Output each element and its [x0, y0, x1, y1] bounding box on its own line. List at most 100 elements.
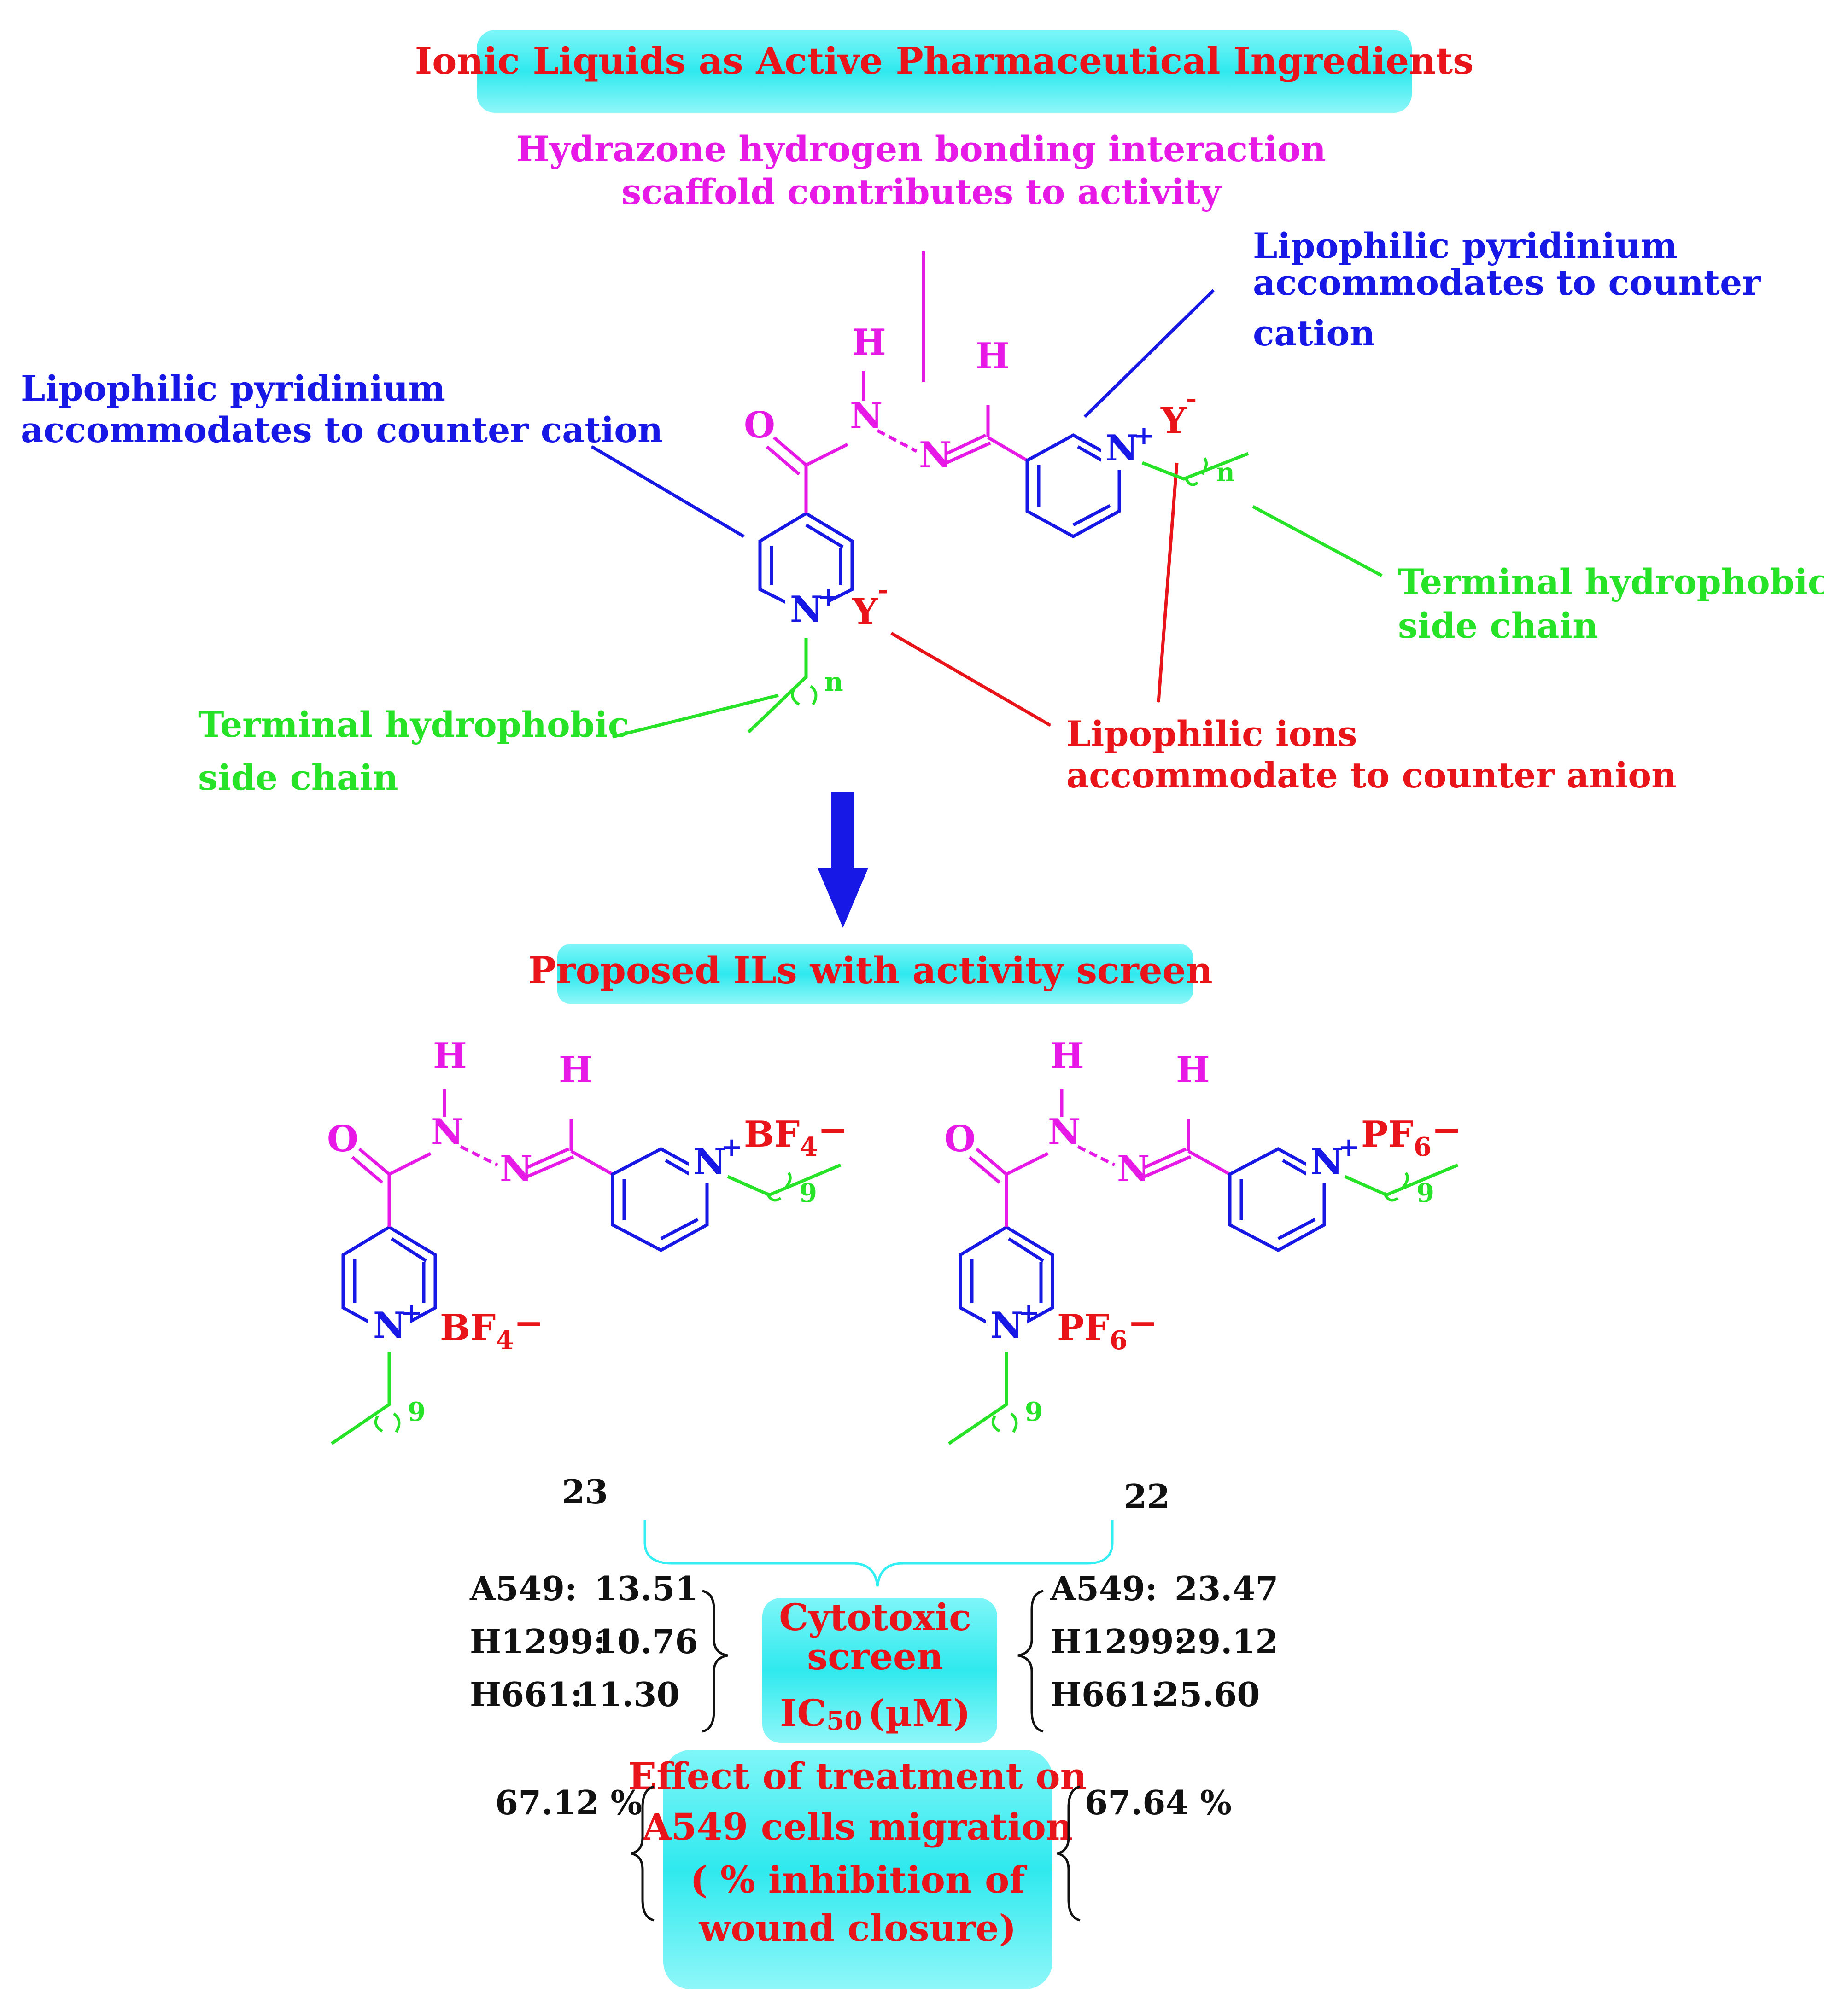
lipo-pyr-left-line2: accommodates to counter cation: [21, 409, 663, 450]
right-alkyl-chain-top: [1141, 452, 1249, 481]
migration-left-brace: [631, 1785, 655, 1922]
c22-atom-o: O: [944, 1118, 976, 1160]
c22-anion-left: PF6−: [1057, 1302, 1158, 1356]
cytotoxic-ic50: IC50(µM): [780, 1691, 970, 1736]
proposed-box-bg: [557, 944, 1193, 1004]
c22-anion-left-minus: −: [1128, 1302, 1158, 1344]
migration-box: Effect of treatment on A549 cells migrat…: [628, 1750, 1087, 1989]
c23-imine-a: [526, 1147, 570, 1169]
ch-to-ring-bond-top: [987, 436, 1028, 462]
migration-values: 67.12 % 67.64 %: [495, 1783, 1232, 1922]
imine-bond-a: [946, 433, 987, 455]
ic50-left-label-2: H661:: [470, 1675, 583, 1714]
carbonyl-to-nh-bond: [805, 443, 848, 467]
migration-left-value: 67.12 %: [495, 1783, 642, 1822]
c22-right-ring: [1228, 1147, 1326, 1252]
right-pyridinium-ring: [1025, 433, 1121, 538]
ic50-right-values: A549: 23.47 H1299: 29.12 H661: 25.60: [1017, 1569, 1278, 1733]
c23-co-b: [351, 1156, 384, 1184]
ic50-right-value-2: 25.60: [1156, 1675, 1260, 1714]
c22-left-n-mask: [986, 1305, 1027, 1345]
c22-right-bracket-close: [1401, 1172, 1409, 1189]
ic-prefix: IC: [780, 1691, 826, 1735]
c22-left-bracket-open: [991, 1415, 1000, 1433]
annotation-lipophilic-pyridinium-left: Lipophilic pyridinium accommodates to co…: [21, 368, 663, 450]
c22-anion-right-minus: −: [1432, 1109, 1462, 1151]
c23-nn-bond: [460, 1145, 498, 1167]
c22-right-nine: 9: [1416, 1178, 1434, 1208]
c22-right-ring-db3: [1277, 1218, 1316, 1241]
title-box: Ionic Liquids as Active Pharmaceutical I…: [415, 30, 1474, 113]
arrow-to-hydrophobic-left: [612, 693, 779, 739]
c22-plus-right: +: [1338, 1132, 1360, 1162]
left-chain-n: n: [824, 667, 843, 697]
c22-left-ring-db2: [1008, 1237, 1044, 1262]
c22-left-chain: [948, 1352, 1008, 1445]
anion-y-left: Y: [852, 591, 878, 633]
migration-box-bg: [663, 1750, 1052, 1989]
big-down-arrow: [818, 792, 868, 928]
c22-c-nh: [1006, 1152, 1049, 1176]
charge-plus-left: +: [818, 582, 839, 612]
carbonyl-bond-a: [772, 436, 807, 466]
right-chain-n: n: [1216, 457, 1235, 488]
cytotoxic-box: Cytotoxic screen IC50(µM): [762, 1596, 997, 1743]
c23-plus-left: +: [401, 1298, 422, 1328]
proposed-box: Proposed ILs with activity screen: [528, 944, 1213, 1004]
hydrazone-label-line1: Hydrazone hydrogen bonding interaction: [516, 128, 1326, 169]
c23-plus-right: +: [721, 1132, 742, 1162]
c23-left-bracket-close: [393, 1412, 401, 1433]
c23-atom-h-nh: H: [433, 1035, 467, 1077]
right-chain-bracket-open: [1185, 478, 1198, 486]
c23-anion-right: BF4−: [744, 1109, 848, 1162]
left-chain-bracket-open: [791, 688, 800, 706]
big-arrow-head: [818, 868, 868, 928]
c23-right-nine: 9: [799, 1178, 817, 1208]
compound-22-number: 22: [1124, 1477, 1170, 1516]
hydrophobic-right-line2: side chain: [1398, 605, 1598, 646]
left-chain-bracket-close: [810, 685, 818, 705]
annotation-arrows: [591, 250, 1383, 739]
lipo-pyr-right-line3: cation: [1253, 313, 1375, 354]
c23-anion-right-minus: −: [818, 1109, 848, 1151]
charge-plus-right: +: [1133, 420, 1155, 451]
title-text: Ionic Liquids as Active Pharmaceutical I…: [415, 39, 1474, 82]
hydrophobic-left-line1: Terminal hydrophobic: [198, 704, 629, 745]
c23-left-chain: [331, 1352, 391, 1445]
carbonyl-bond-b: [766, 445, 801, 476]
anion-y-left-minus: -: [877, 575, 888, 605]
compound-22-structure: O N H N H N + PF6− 9 N + PF6− 9: [944, 1035, 1462, 1445]
c22-anion-left-pf: PF: [1057, 1307, 1110, 1349]
atom-nh-n-top: N: [850, 395, 883, 437]
c22-anion-right-pf: PF: [1361, 1113, 1414, 1155]
annotation-hydrophobic-left: Terminal hydrophobic side chain: [198, 704, 629, 798]
atom-n-right-ring: N: [1105, 427, 1138, 469]
c22-anion-right-sub: 6: [1414, 1132, 1432, 1162]
ic50-left-brace: [702, 1590, 728, 1733]
c23-atom-h-ch: H: [559, 1049, 593, 1091]
compound-23-number: 23: [562, 1472, 608, 1511]
c22-nn-bond: [1077, 1145, 1116, 1167]
c22-ch-ring: [1187, 1149, 1231, 1176]
c23-anion-left-sub: 4: [496, 1325, 514, 1356]
c22-right-n-mask: [1306, 1144, 1347, 1183]
c23-atom-o: O: [327, 1118, 358, 1160]
ic50-left-label-0: A549:: [469, 1569, 577, 1608]
annotation-hydrazone: Hydrazone hydrogen bonding interaction s…: [516, 128, 1326, 212]
c22-atom-h-nh: H: [1050, 1035, 1084, 1077]
atom-imine-n-top: N: [919, 434, 952, 476]
c23-co-a: [358, 1148, 391, 1176]
migration-line1: Effect of treatment on: [628, 1754, 1087, 1798]
c22-left-bracket-close: [1010, 1412, 1018, 1433]
c23-ch-ring: [570, 1149, 614, 1176]
c23-imine-b: [526, 1155, 574, 1178]
c22-atom-n-right: N: [1310, 1141, 1343, 1183]
ic50-left-values: A549: 13.51 H1299: 10.76 H661: 11.30: [469, 1569, 728, 1733]
c22-imine-a: [1144, 1147, 1187, 1169]
ic50-left-value-2: 11.30: [576, 1675, 679, 1714]
c22-atom-h-ch: H: [1176, 1049, 1210, 1091]
migration-right-brace: [1057, 1785, 1081, 1922]
ic-sub: 50: [826, 1706, 862, 1736]
ic50-right-label-1: H1299:: [1050, 1622, 1186, 1661]
lipo-ions-line1: Lipophilic ions: [1066, 713, 1357, 754]
